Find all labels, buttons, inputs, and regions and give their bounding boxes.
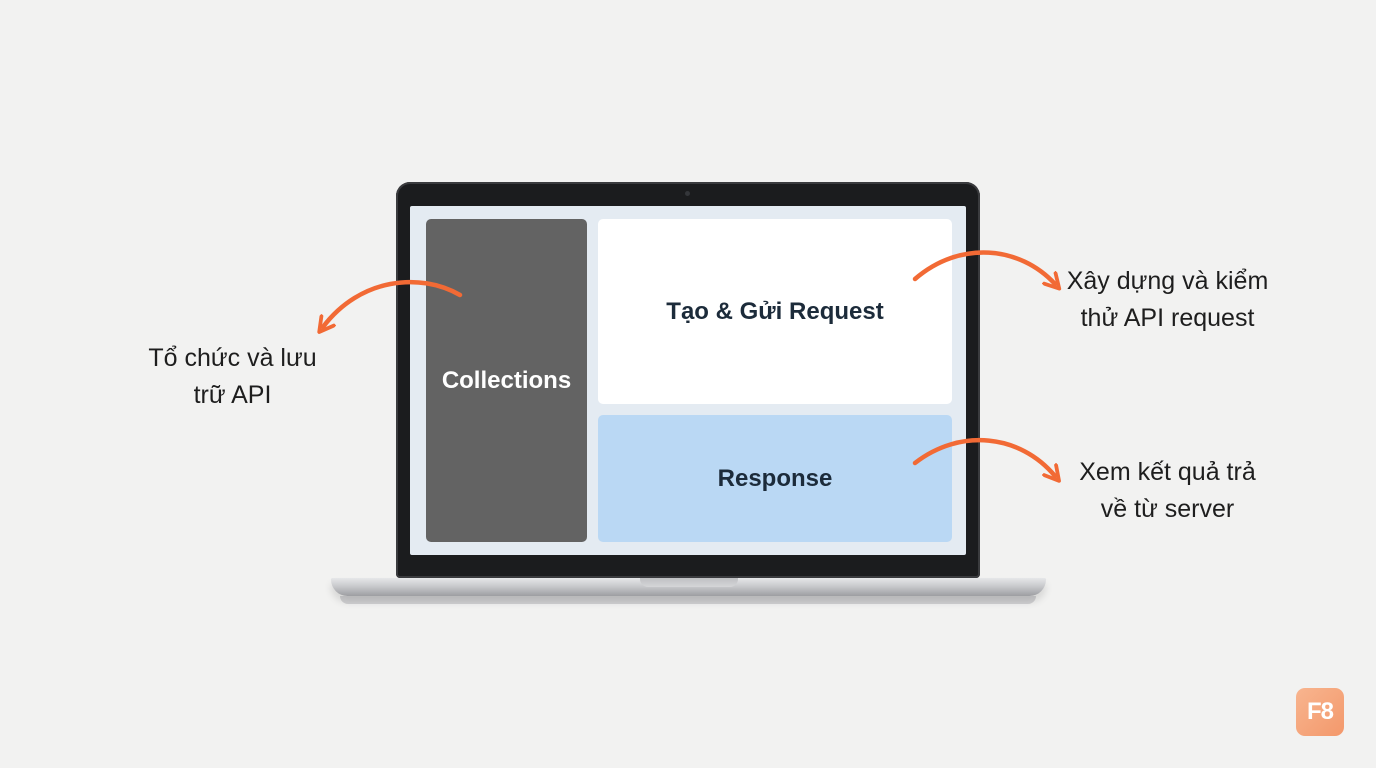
annotation-response-line1: Xem kết quả trả <box>1079 458 1256 486</box>
request-label: Tạo & Gửi Request <box>666 297 884 325</box>
annotation-request-line2: thử API request <box>1080 304 1255 332</box>
annotation-request: Xây dựng và kiểm thử API request <box>1045 263 1290 337</box>
response-panel: Response <box>598 415 952 542</box>
collections-panel: Collections <box>426 219 587 542</box>
collections-label: Collections <box>441 366 572 394</box>
annotation-collections-line2: trữ API <box>193 381 272 409</box>
camera-dot <box>685 191 690 196</box>
annotation-response-line2: về từ server <box>1100 495 1235 523</box>
f8-logo-text: F8 <box>1306 698 1334 725</box>
laptop-base-notch <box>640 578 738 587</box>
response-label: Response <box>717 464 833 492</box>
annotation-collections: Tổ chức và lưu trữ API <box>110 340 355 414</box>
laptop-screen: Collections Tạo & Gửi Request Response <box>410 206 966 555</box>
laptop-base-shadow <box>340 596 1036 604</box>
laptop-lid: Collections Tạo & Gửi Request Response <box>396 182 980 578</box>
laptop-base <box>331 578 1046 596</box>
request-panel: Tạo & Gửi Request <box>598 219 952 404</box>
annotation-request-line1: Xây dựng và kiểm <box>1066 267 1269 295</box>
annotation-collections-line1: Tổ chức và lưu <box>148 344 317 372</box>
annotation-response: Xem kết quả trả về từ server <box>1045 454 1290 528</box>
f8-logo: F8 <box>1296 688 1344 736</box>
